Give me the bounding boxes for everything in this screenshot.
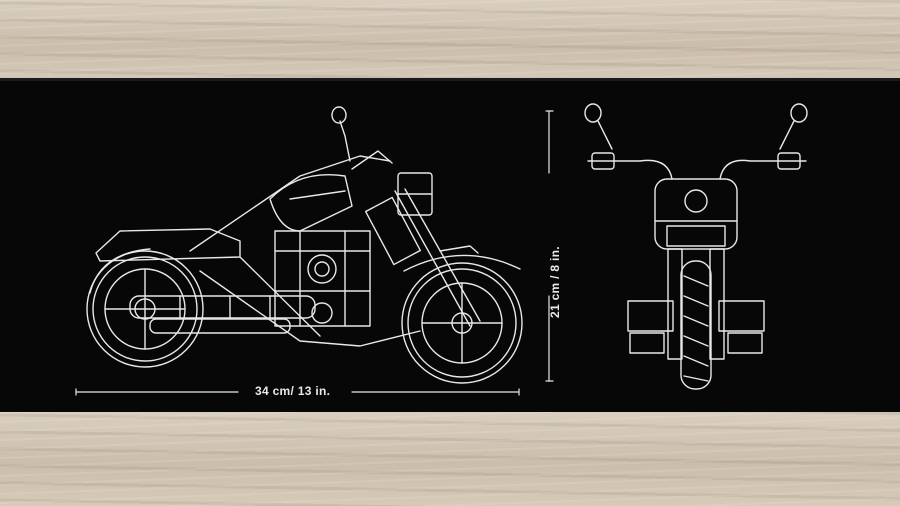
front-fender <box>403 254 521 272</box>
front-handlebar-right <box>719 159 807 180</box>
front-view-motorcycle <box>584 103 808 390</box>
engine <box>274 230 371 327</box>
right-mirror <box>790 103 808 123</box>
fuel-tank <box>269 173 353 232</box>
mirror <box>331 106 347 124</box>
front-fork <box>394 190 471 327</box>
wooden-surface-bottom <box>0 412 900 506</box>
seat <box>95 228 241 262</box>
exhaust <box>129 295 316 334</box>
height-dimension-label: 21 cm / 8 in. <box>548 246 562 318</box>
product-box-panel: 34 cm/ 13 in. 21 cm / 8 in. <box>0 78 900 418</box>
width-dimension-line <box>75 388 520 396</box>
wooden-surface-top <box>0 0 900 84</box>
front-handlebar-left <box>587 159 673 180</box>
front-wheel <box>401 262 523 384</box>
front-headlight <box>684 189 708 213</box>
front-body <box>654 178 738 250</box>
height-dimension-line <box>545 110 554 382</box>
front-tire <box>680 260 712 390</box>
width-dimension-label: 34 cm/ 13 in. <box>255 384 331 398</box>
left-mirror <box>584 103 602 123</box>
blueprint-drawing <box>75 103 808 396</box>
side-view-motorcycle <box>86 106 523 384</box>
rear-wheel <box>86 250 204 368</box>
handlebar <box>339 120 351 162</box>
frame-top <box>189 155 391 252</box>
